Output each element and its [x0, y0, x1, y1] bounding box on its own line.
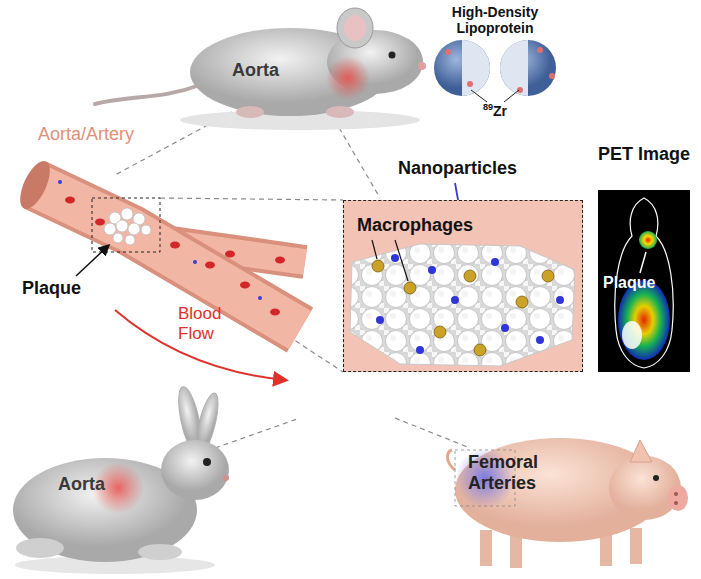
- particle-title: High-Density Lipoprotein: [430, 4, 560, 36]
- isotope-label: 89Zr: [470, 103, 520, 119]
- callout-label: Plaque: [22, 278, 81, 299]
- cell-label: Macrophages: [354, 215, 476, 236]
- hdl-nanoparticles: [434, 40, 556, 102]
- pet-image-panel: PET ImagePlaque: [598, 190, 690, 372]
- vessel-label: Aorta/Artery: [38, 124, 134, 145]
- inset-box: Macrophages: [343, 200, 583, 372]
- anatomy-label: Femoral Arteries: [468, 452, 558, 493]
- plaque-inset: [343, 200, 583, 372]
- callout-label: Plaque: [603, 274, 655, 292]
- flow-label: Blood Flow: [178, 304, 230, 343]
- pig-figure: [447, 438, 688, 568]
- callout-label: Nanoparticles: [398, 158, 517, 179]
- anatomy-label: Aorta: [232, 60, 279, 81]
- anatomy-label: Aorta: [58, 474, 105, 495]
- artery-vessel: [14, 157, 305, 380]
- mouse-figure: [95, 8, 426, 130]
- pet-image: [598, 190, 690, 372]
- rabbit-figure: [13, 385, 229, 574]
- panel-heading: PET Image: [596, 144, 692, 165]
